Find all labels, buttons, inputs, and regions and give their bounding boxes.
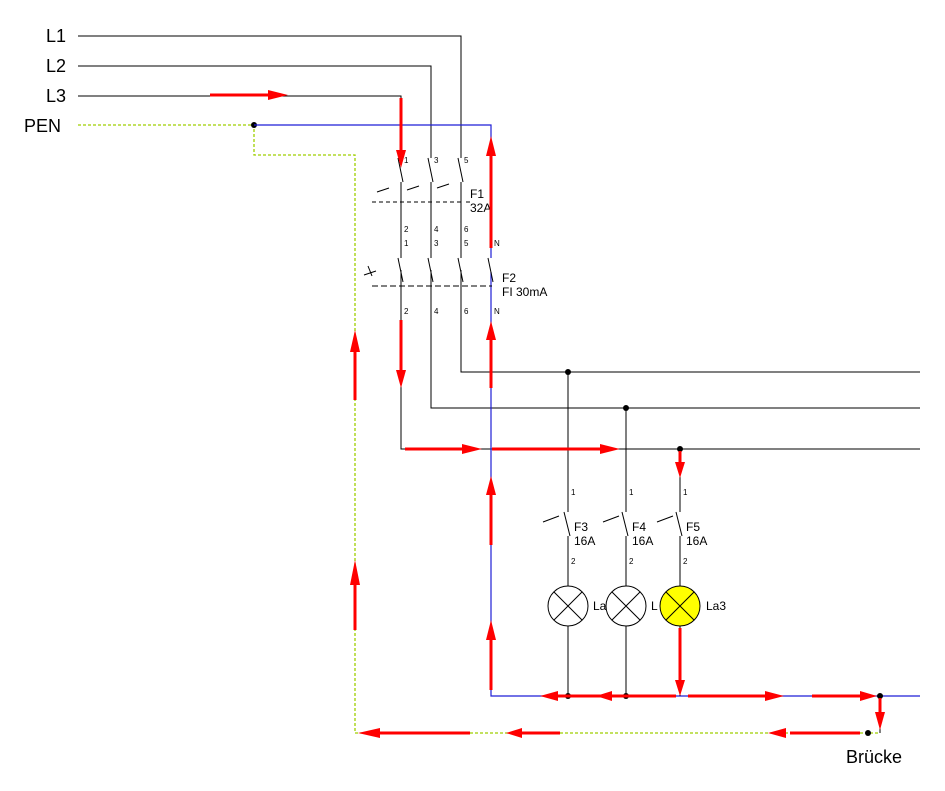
f2-term-6: 6: [464, 307, 469, 316]
lamp-1-label: La: [593, 599, 607, 613]
f2-term-3: 3: [434, 239, 439, 248]
f4-term-2: 2: [629, 557, 634, 566]
breaker-f5: [656, 511, 683, 537]
f2-name: F2: [502, 271, 516, 285]
wire-l1: [78, 35, 920, 373]
f2-term-2: 2: [404, 307, 409, 316]
label-pen: PEN: [24, 116, 61, 136]
f5-term-2: 2: [683, 557, 688, 566]
bridge-junction-pe: [865, 730, 871, 736]
f4-rating: 16A: [632, 534, 653, 548]
f1-name: F1: [470, 187, 484, 201]
wire-pen: [78, 124, 880, 734]
wire-l3: [78, 95, 920, 450]
junction-f5: [677, 446, 683, 452]
f5-term-1: 1: [683, 488, 688, 497]
f5-name: F5: [686, 520, 700, 534]
f1-term-3: 3: [434, 156, 439, 165]
label-l2: L2: [46, 56, 66, 76]
lamp-3: [659, 585, 701, 627]
current-flow-path: [210, 90, 885, 738]
f3-rating: 16A: [574, 534, 595, 548]
f3-name: F3: [574, 520, 588, 534]
f5-rating: 16A: [686, 534, 707, 548]
breaker-f1: [372, 157, 472, 203]
breaker-f4: [602, 511, 629, 537]
wire-l2: [78, 65, 920, 409]
f1-term-2: 2: [404, 225, 409, 234]
f4-name: F4: [632, 520, 646, 534]
f1-term-1: 1: [404, 156, 409, 165]
f4-term-1: 1: [629, 488, 634, 497]
f2-term-n-top: N: [494, 239, 500, 248]
f1-term-6: 6: [464, 225, 469, 234]
bridge-label: Brücke: [846, 747, 902, 767]
f1-rating: 32A: [470, 201, 491, 215]
f2-term-4: 4: [434, 307, 439, 316]
lamp-1: [547, 585, 589, 627]
f1-term-5: 5: [464, 156, 469, 165]
f3-term-2: 2: [571, 557, 576, 566]
label-l1: L1: [46, 26, 66, 46]
lamp-3-label: La3: [706, 599, 726, 613]
f2-term-n-bottom: N: [494, 307, 500, 316]
bridge-junction-n: [877, 693, 883, 699]
f2-term-5: 5: [464, 239, 469, 248]
junction-f3: [565, 369, 571, 375]
f3-term-1: 1: [571, 488, 576, 497]
lamp-2-label: L: [651, 599, 658, 613]
f1-term-4: 4: [434, 225, 439, 234]
rcd-f2: [363, 257, 494, 287]
breaker-f3: [542, 511, 571, 537]
f2-rating: FI 30mA: [502, 285, 547, 299]
junction-f4: [623, 405, 629, 411]
label-l3: L3: [46, 86, 66, 106]
f2-term-1: 1: [404, 239, 409, 248]
lamp-2: [605, 585, 647, 627]
